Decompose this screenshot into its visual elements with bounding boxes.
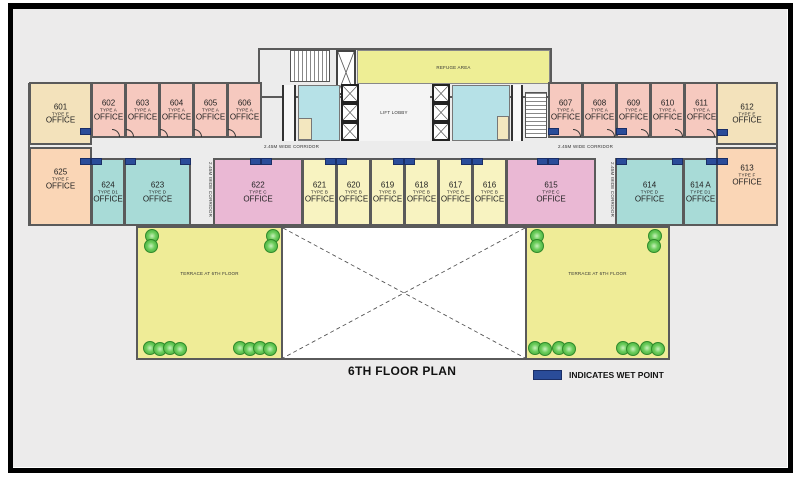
wet-point-swatch bbox=[533, 370, 562, 380]
lift-cross-icon bbox=[434, 86, 448, 101]
tree-icon bbox=[647, 239, 661, 253]
tree-icon bbox=[651, 342, 665, 356]
tree-icon bbox=[264, 239, 278, 253]
lift-right-2 bbox=[432, 103, 450, 122]
corridor-label-left: 2.45M WIDE CORRIDOR bbox=[264, 144, 320, 149]
terrace-right-label: TERRACE AT 6TH FLOOR bbox=[568, 270, 627, 276]
wet-point bbox=[393, 158, 404, 165]
lift-cross-icon bbox=[343, 124, 357, 139]
tree-icon bbox=[144, 239, 158, 253]
terrace-left-label: TERRACE AT 6TH FLOOR bbox=[180, 270, 239, 276]
wet-point bbox=[125, 158, 136, 165]
lift-lobby: LIFT LOBBY bbox=[358, 84, 430, 141]
tree-icon bbox=[530, 239, 544, 253]
wet-point bbox=[717, 158, 728, 165]
refuge-area-label: REFUGE AREA bbox=[436, 64, 471, 70]
wet-point bbox=[250, 158, 261, 165]
wet-point bbox=[80, 128, 91, 135]
tree-icon bbox=[263, 342, 277, 356]
wet-point bbox=[472, 158, 483, 165]
central-void bbox=[283, 226, 525, 360]
wet-point bbox=[325, 158, 336, 165]
plan-title: 6TH FLOOR PLAN bbox=[348, 364, 457, 378]
wet-point bbox=[548, 128, 559, 135]
terrace-right[interactable]: TERRACE AT 6TH FLOOR bbox=[525, 226, 670, 360]
lift-left-2 bbox=[341, 103, 359, 122]
wet-point bbox=[80, 158, 91, 165]
lift-left-1 bbox=[341, 84, 359, 103]
lift-cross-icon bbox=[343, 105, 357, 120]
wet-point bbox=[616, 158, 627, 165]
wet-point bbox=[548, 158, 559, 165]
wet-point bbox=[461, 158, 472, 165]
toilet-store-left bbox=[298, 118, 312, 140]
lift-cross-icon bbox=[434, 105, 448, 120]
lift-cross-icon bbox=[434, 124, 448, 139]
shaft-duct-left bbox=[282, 85, 296, 141]
lift-lobby-label: LIFT LOBBY bbox=[380, 110, 408, 115]
wet-point bbox=[706, 158, 717, 165]
wet-point bbox=[537, 158, 548, 165]
tree-icon bbox=[538, 342, 552, 356]
wet-point bbox=[180, 158, 191, 165]
wet-point bbox=[336, 158, 347, 165]
terrace-left[interactable]: TERRACE AT 6TH FLOOR bbox=[136, 226, 283, 360]
legend: INDICATES WET POINT bbox=[533, 370, 664, 380]
wet-point bbox=[91, 158, 102, 165]
wet-point bbox=[717, 129, 728, 136]
wet-point bbox=[404, 158, 415, 165]
void-cross-icon bbox=[283, 228, 525, 358]
legend-label: INDICATES WET POINT bbox=[569, 370, 664, 380]
tree-icon bbox=[562, 342, 576, 356]
refuge-area: REFUGE AREA bbox=[357, 50, 550, 84]
wet-point bbox=[261, 158, 272, 165]
corridor-label-right: 2.45M WIDE CORRIDOR bbox=[558, 144, 614, 149]
wet-point bbox=[616, 128, 627, 135]
tree-icon bbox=[173, 342, 187, 356]
staircase-right bbox=[525, 92, 547, 138]
shaft-duct-right bbox=[511, 85, 523, 141]
lift-right-1 bbox=[432, 84, 450, 103]
tree-icon bbox=[626, 342, 640, 356]
lift-right-3 bbox=[432, 122, 450, 141]
wet-point bbox=[672, 158, 683, 165]
staircase-left bbox=[290, 50, 330, 82]
lift-cross-icon bbox=[343, 86, 357, 101]
lift-left-3 bbox=[341, 122, 359, 141]
toilet-store-right bbox=[497, 116, 509, 140]
